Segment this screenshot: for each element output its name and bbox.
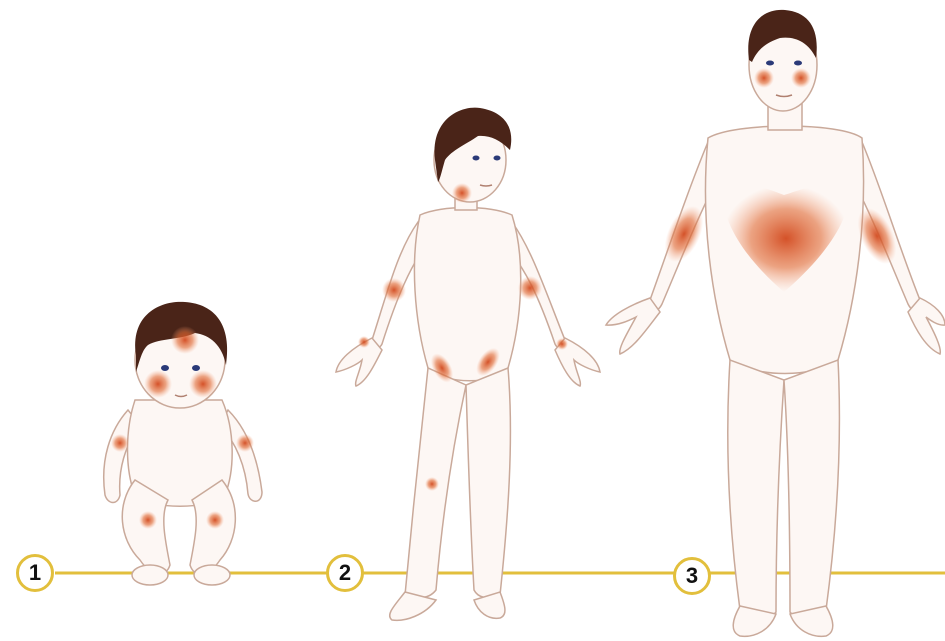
stage-number: 1 [29, 560, 41, 586]
stage-number: 2 [339, 560, 351, 586]
stage-2-badge: 2 [326, 554, 364, 592]
adult-figure [606, 19, 945, 636]
stage-1-badge: 1 [16, 554, 54, 592]
stage-3-badge: 3 [673, 557, 711, 595]
stage-number: 3 [686, 563, 698, 589]
